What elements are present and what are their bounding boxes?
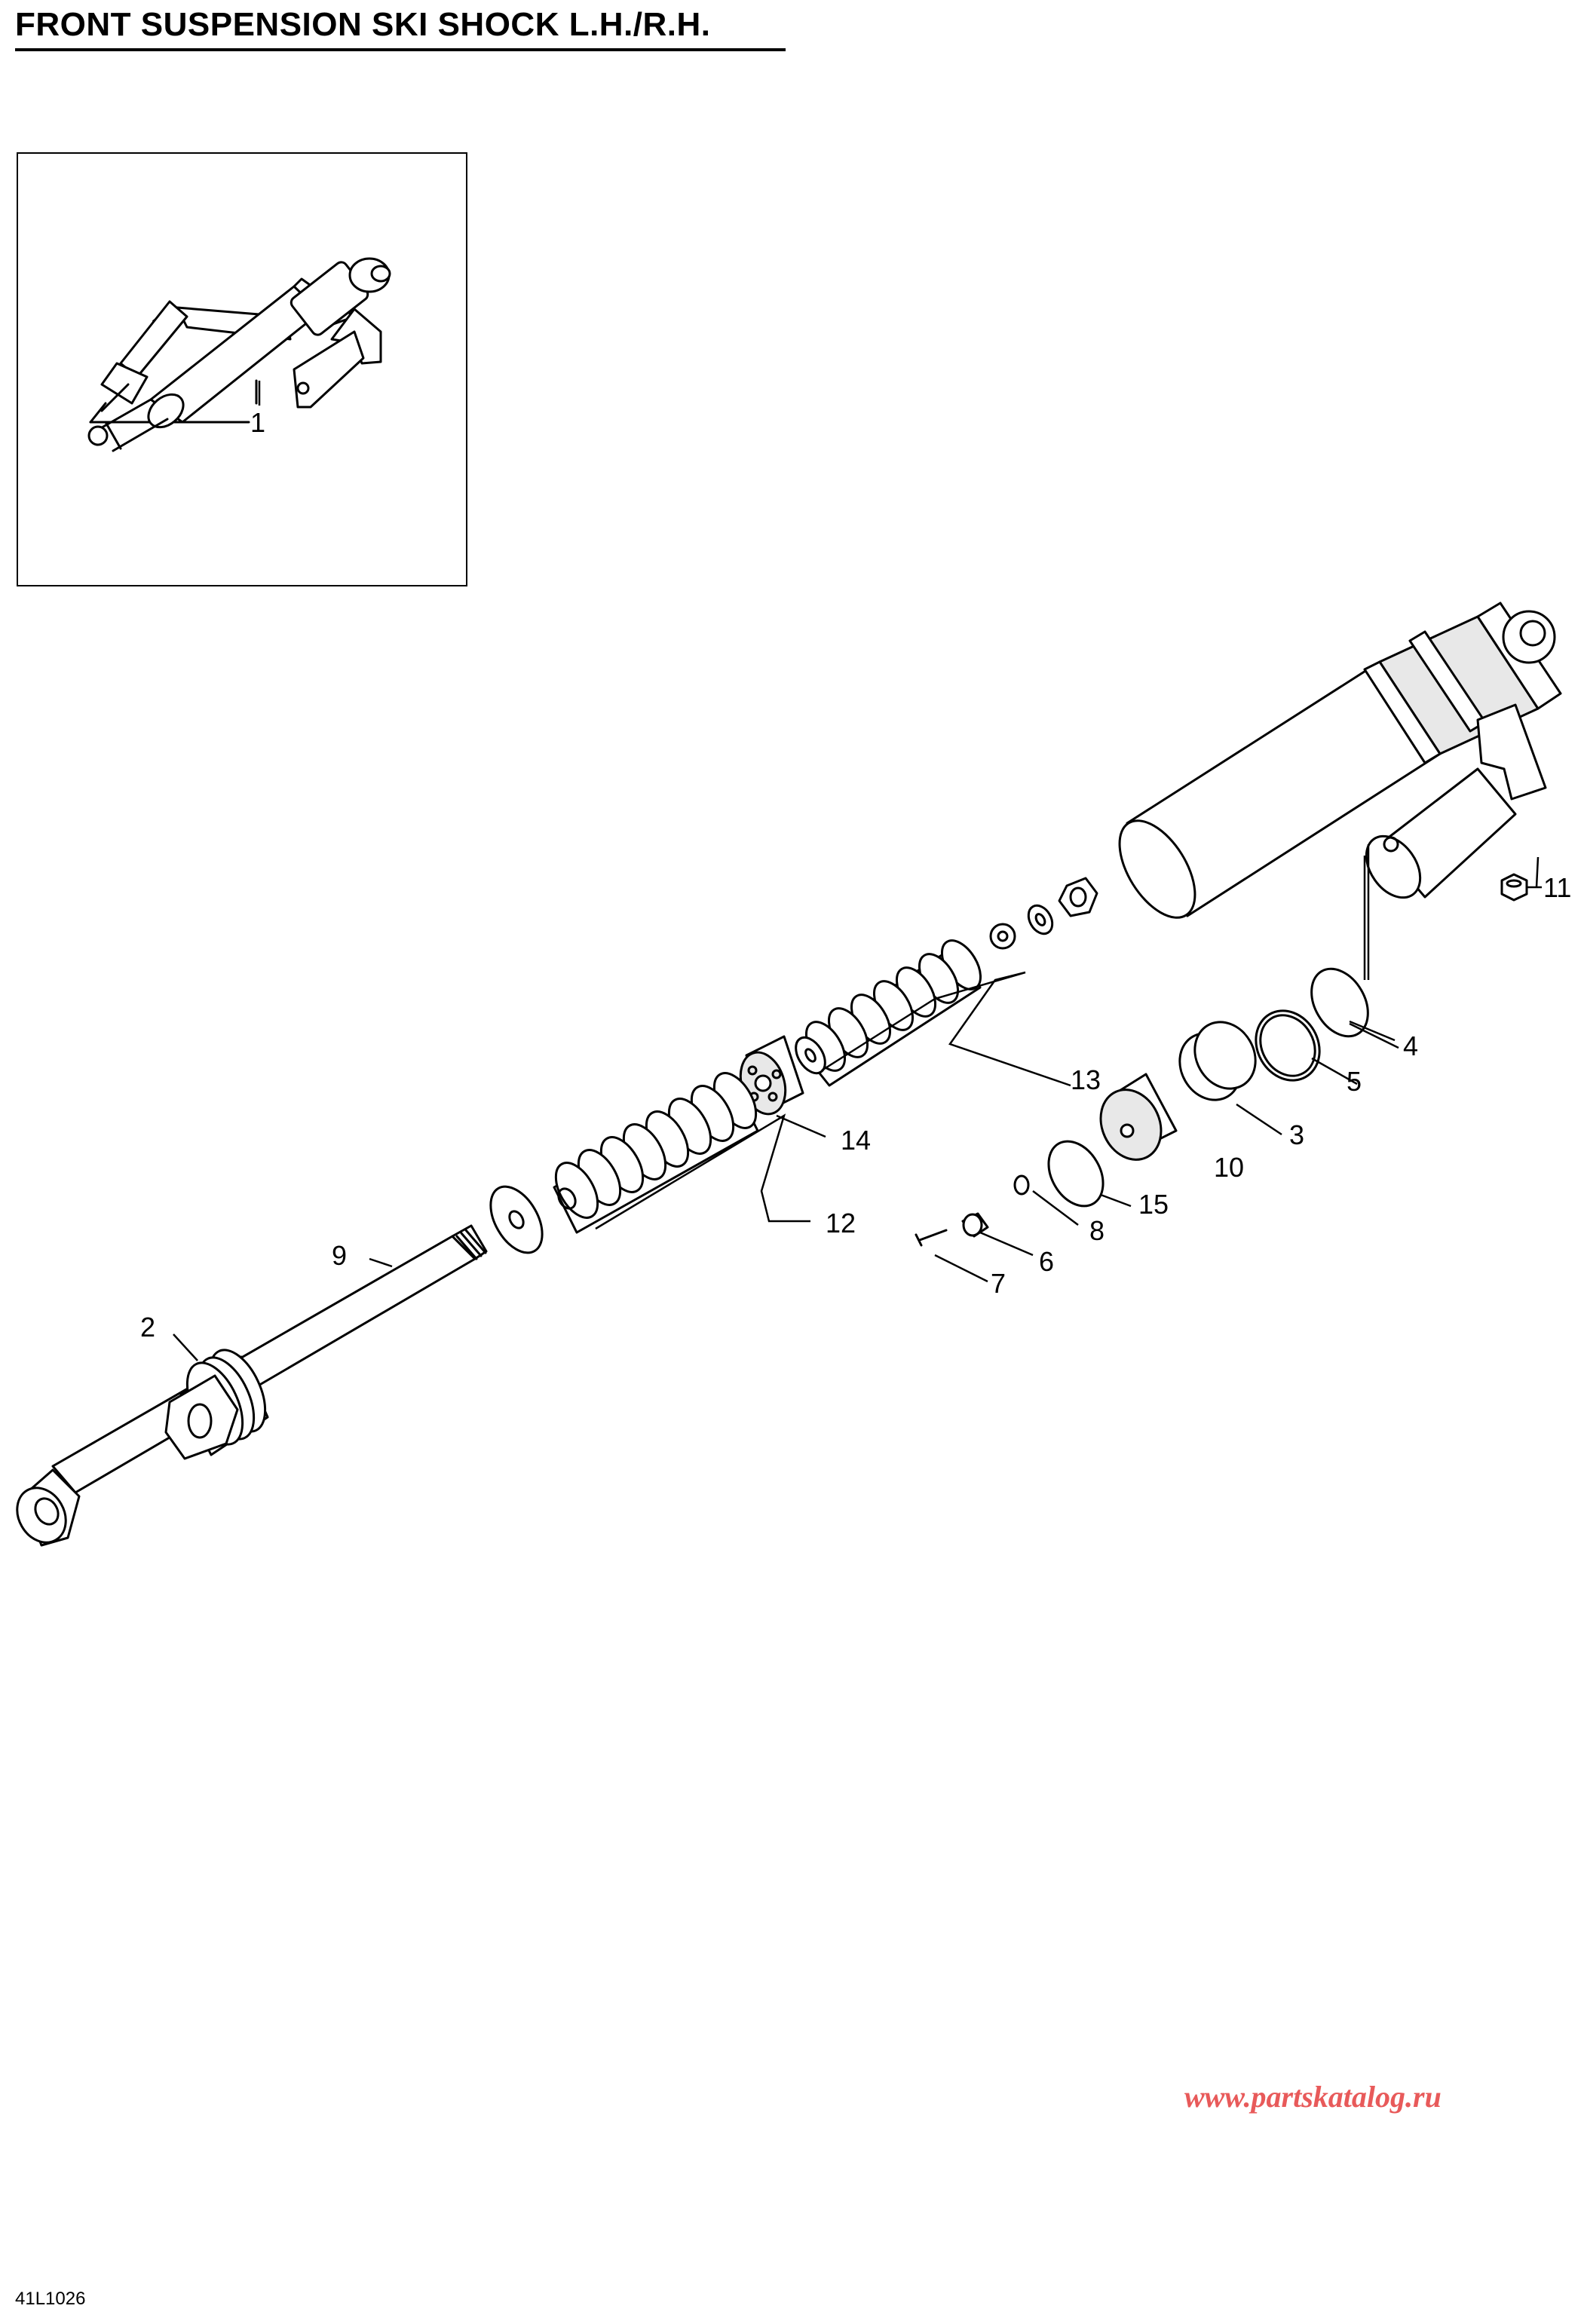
- callout-14: 14: [841, 1125, 871, 1156]
- piston-valve-stack-13-drawing: [795, 939, 982, 1087]
- shock-body-drawing: [1118, 602, 1562, 919]
- callout-12: 12: [826, 1208, 856, 1239]
- assembly-inset-frame: [17, 152, 467, 586]
- callout-2: 2: [140, 1312, 155, 1343]
- callout-13: 13: [1071, 1064, 1101, 1095]
- callout-labels: 1 2 3 4 5 6 7 8 9 10 11 12 13 14 15: [140, 407, 1571, 1343]
- title-underline: [15, 48, 786, 51]
- page-title: FRONT SUSPENSION SKI SHOCK L.H./R.H.: [15, 6, 711, 43]
- leader-lines: [173, 381, 1542, 1361]
- reservoir-parts-drawing: [915, 967, 1369, 1247]
- callout-9: 9: [332, 1240, 347, 1271]
- bearing-2-drawing: [164, 1349, 269, 1460]
- callout-11: 11: [1543, 872, 1571, 903]
- callout-1: 1: [250, 407, 265, 438]
- inset-shock-assembly-drawing: [87, 257, 391, 452]
- eyelet-end-drawing: [16, 1468, 81, 1547]
- callout-5: 5: [1347, 1066, 1362, 1097]
- callout-3: 3: [1289, 1119, 1304, 1150]
- nut-11-drawing: [1500, 873, 1528, 902]
- valve-stack-12-drawing: [489, 1072, 759, 1254]
- shaft-9-drawing: [51, 1224, 488, 1494]
- callout-6: 6: [1039, 1246, 1054, 1277]
- nut-and-washers-drawing: [989, 877, 1098, 950]
- callout-4: 4: [1403, 1030, 1418, 1061]
- callout-10: 10: [1214, 1152, 1244, 1183]
- figure-code: 41L1026: [15, 2289, 86, 2309]
- callout-15: 15: [1138, 1189, 1169, 1220]
- watermark: www.partskatalog.ru: [1184, 2080, 1442, 2114]
- callout-7: 7: [991, 1268, 1006, 1299]
- callout-8: 8: [1089, 1215, 1105, 1246]
